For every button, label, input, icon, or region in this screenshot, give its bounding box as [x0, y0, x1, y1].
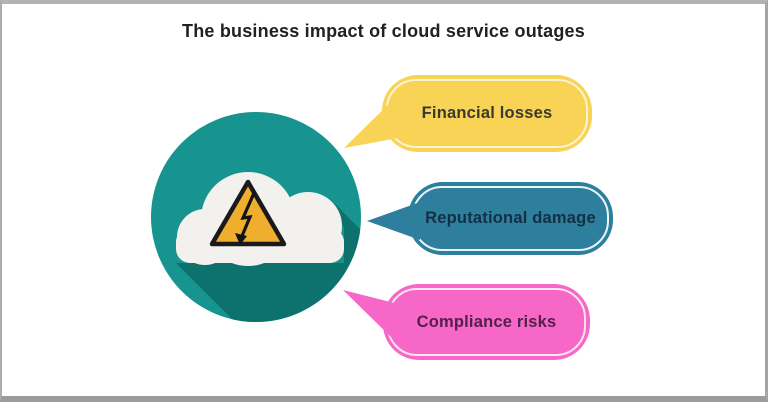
- warning-triangle-outline: [209, 179, 287, 247]
- bubble-financial-losses: Financial losses: [382, 75, 592, 152]
- cloud-long-shadow-icon: [176, 201, 361, 322]
- bubble-reputational-damage: Reputational damage: [408, 182, 613, 255]
- bubble-compliance-risks: Compliance risks: [383, 284, 590, 360]
- warning-triangle-icon: [209, 179, 287, 247]
- lightning-bolt-icon: [240, 191, 256, 238]
- page-title: The business impact of cloud service out…: [182, 21, 585, 41]
- lightning-bolt-arrowhead: [235, 233, 247, 245]
- bubble-label-reputational-damage: Reputational damage: [425, 209, 596, 227]
- bubble-label-financial-losses: Financial losses: [421, 104, 553, 122]
- bubble-label-compliance-risks: Compliance risks: [416, 312, 557, 331]
